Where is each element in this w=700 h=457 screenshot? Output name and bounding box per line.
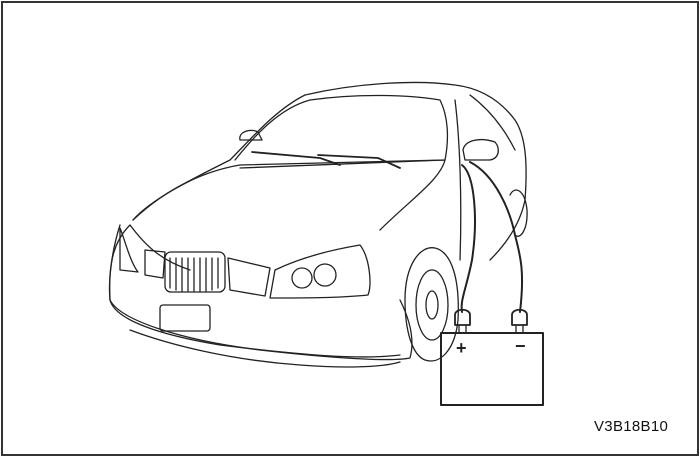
battery-positive-symbol: + — [456, 338, 467, 358]
battery-negative-symbol: − — [515, 336, 526, 356]
figure-code-label: V3B18B10 — [594, 418, 669, 435]
